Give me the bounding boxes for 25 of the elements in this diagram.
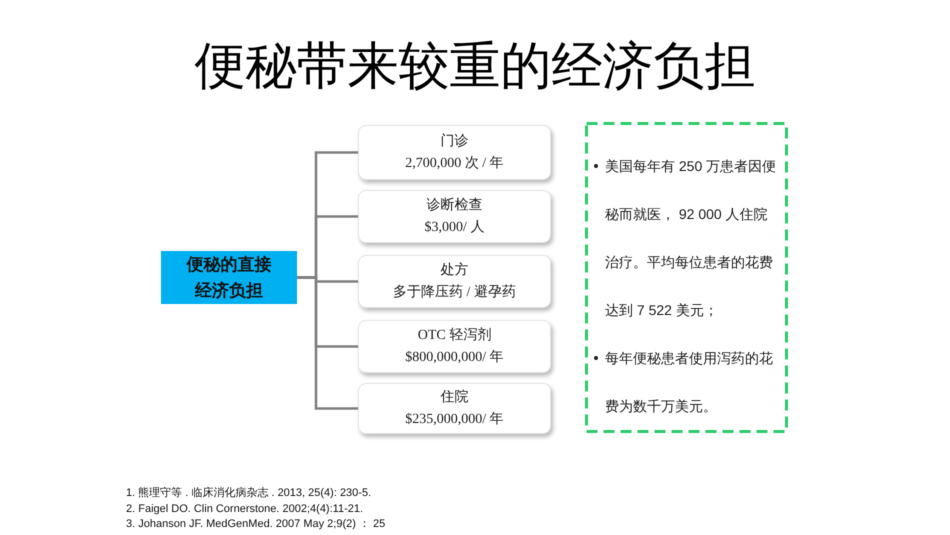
reference-text: 2. Faigel DO. Clin Cornerstone. 2002;4(4):11-21. — [126, 502, 364, 516]
reference-text: 3. Johanson JF. MedGenMed. 2007 May 2;9(2) ： 25 — [126, 517, 386, 532]
connector-line — [297, 276, 358, 410]
card-value: $800,000,000/ 年 — [405, 348, 504, 366]
topic-label: 便秘的直接经济负担 — [185, 254, 272, 302]
card-value: 多于降压药 / 避孕药 — [393, 283, 516, 302]
cost-card — [358, 320, 551, 373]
card-title: 诊断检查 — [426, 196, 482, 214]
bullet-text: 每年便秘患者使用泻药的花费为数千万美元。 — [605, 349, 774, 416]
bullet-text: 美国每年有 250 万患者因便秘而就医， 92 000 人住院治疗。平均每位患者的花费达到 7 522 美元； — [605, 157, 778, 320]
card-value: $3,000/ 人 — [424, 218, 484, 236]
cost-card — [358, 190, 551, 243]
cost-card — [358, 255, 551, 308]
card-title: 处方 — [440, 261, 468, 280]
card-title: 门诊 — [440, 132, 468, 150]
topic-box — [161, 251, 297, 304]
dashed-note-box — [585, 122, 788, 433]
cost-card — [358, 383, 551, 434]
card-value: 2,700,000 次 / 年 — [405, 154, 504, 172]
card-value: $235,000,000/ 年 — [405, 410, 504, 428]
reference-text: 1. 熊理守等 . 临床消化病杂志 . 2013, 25(4): 230-5. — [126, 486, 372, 501]
card-title: 住院 — [440, 388, 468, 406]
slide-title: 便秘带来较重的经济负担 — [194, 36, 756, 98]
card-title: OTC 轻泻剂 — [418, 326, 492, 344]
cost-card — [358, 125, 551, 180]
